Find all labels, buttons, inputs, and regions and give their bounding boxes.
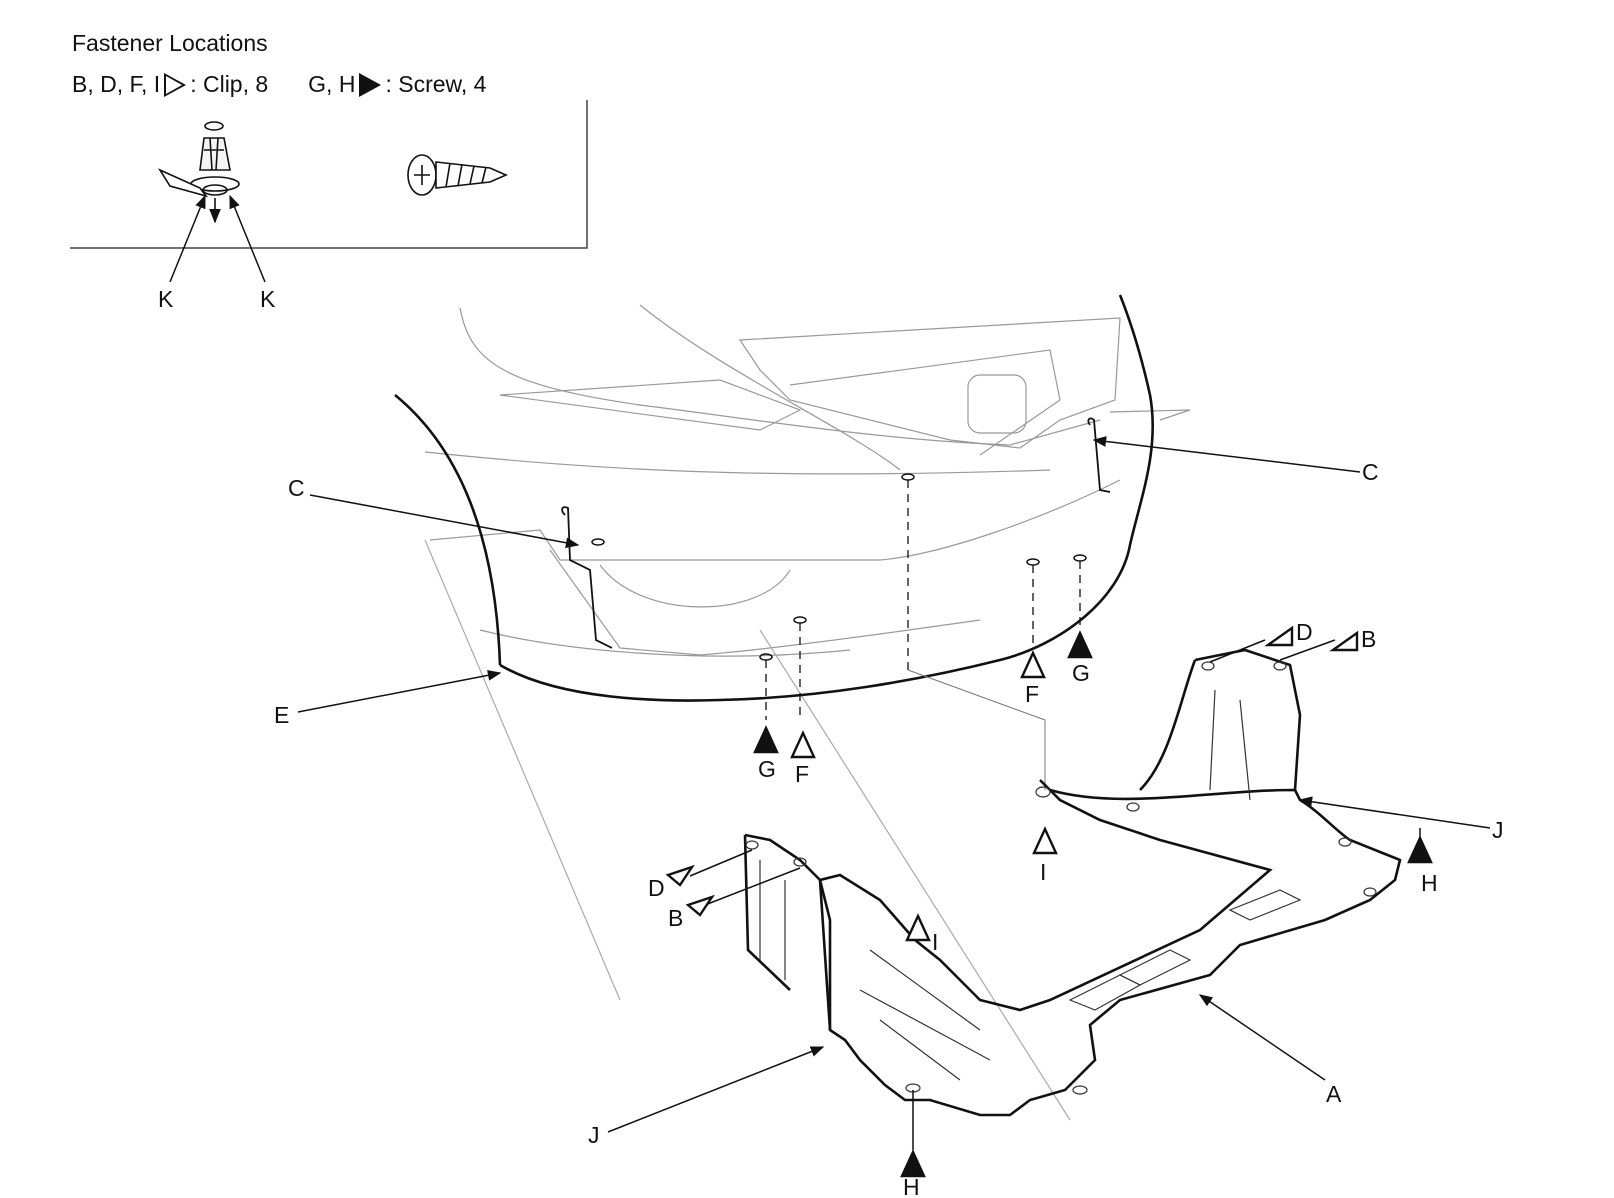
screw-illustration — [407, 154, 508, 196]
label-c-left: C — [288, 475, 305, 501]
label-k-right: K — [260, 286, 276, 312]
label-f-left: F — [795, 761, 809, 787]
label-c-right: C — [1362, 459, 1379, 485]
label-b-left: B — [668, 905, 683, 931]
leader-k-left — [169, 194, 206, 283]
clip-letters: B, D, F, I — [72, 71, 161, 98]
label-f-right: F — [1025, 681, 1039, 707]
label-g-left: G — [758, 756, 776, 782]
bumper-thin-lines — [424, 304, 1191, 1121]
label-i-upper: I — [1040, 859, 1046, 885]
label-h-bottom: H — [903, 1174, 920, 1198]
label-i-lower: I — [932, 929, 938, 955]
thin-guide — [907, 669, 1046, 790]
label-j-left: J — [588, 1122, 600, 1148]
label-h-right: H — [1421, 870, 1438, 896]
legend-box — [70, 100, 588, 249]
bracket-c — [561, 417, 1111, 649]
solid-triangle-icon — [359, 72, 382, 97]
legend-row: B, D, F, I : Clip, 8 G, H : Screw, 4 — [72, 70, 486, 98]
under-cover-a — [743, 648, 1402, 1117]
legend-title: Fastener Locations — [72, 30, 268, 56]
clip-text: : Clip, 8 — [190, 71, 269, 98]
leader-lines — [297, 436, 1491, 1150]
clip-illustration — [157, 121, 240, 224]
leader-k-right — [229, 194, 266, 283]
label-k-left: K — [158, 286, 174, 312]
open-triangle-icon — [164, 72, 187, 97]
dashed-drop-lines — [765, 480, 1081, 720]
bumper-holes — [591, 473, 1087, 661]
fastener-triangles — [665, 625, 1433, 1178]
screw-letters: G, H — [308, 71, 356, 98]
label-j-right: J — [1492, 817, 1504, 843]
bumper-outline — [394, 294, 1154, 702]
label-d-right: D — [1296, 619, 1313, 645]
label-d-left: D — [648, 875, 665, 901]
label-a: A — [1326, 1081, 1342, 1107]
under-cover-details — [745, 661, 1377, 1095]
label-e: E — [274, 702, 289, 728]
screw-text: : Screw, 4 — [385, 71, 487, 98]
label-g-right: G — [1072, 660, 1090, 686]
label-b-right: B — [1361, 626, 1376, 652]
